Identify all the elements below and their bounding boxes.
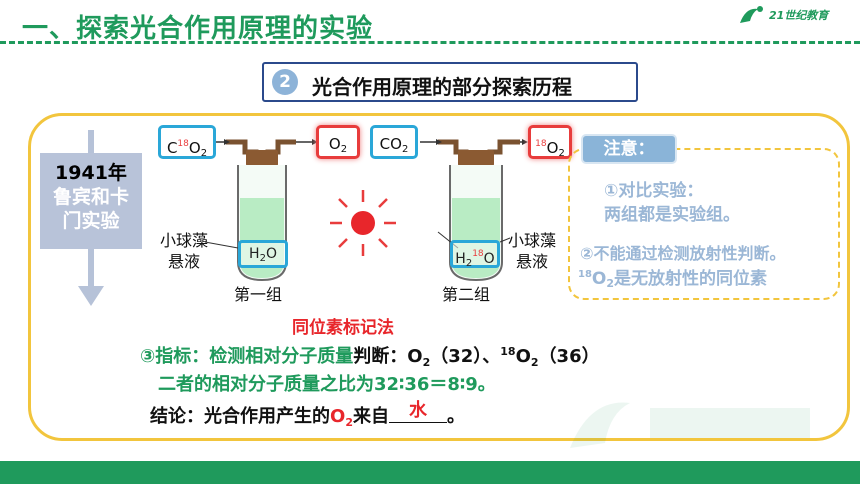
group1-input-sup: 18 [177, 139, 189, 149]
group2-input-gas: CO2 [370, 125, 418, 159]
indicator-sub1: 2 [422, 356, 431, 369]
group2-algae-label: 小球藻 悬液 [508, 230, 556, 272]
indicator-line: ③指标：检测相对分子质量判断：O2（32）、18O2（36） [140, 342, 600, 369]
group2-output-sup: 18 [535, 139, 547, 149]
group1-water-o: O [265, 246, 277, 262]
group2-water-sub: 2 [465, 258, 473, 269]
notes-line4-sup: 18 [578, 269, 592, 280]
logo-text: 21世纪教育 [769, 9, 829, 22]
conclusion-sub: 2 [345, 416, 353, 429]
scientist-name-line2: 门实验 [62, 210, 120, 232]
section-header: 2 光合作用原理的部分探索历程 [262, 62, 638, 102]
group2-water-sup: 18 [472, 249, 484, 259]
group1-input-c: C [166, 139, 178, 157]
group1-input-gas: C18O2 [158, 125, 216, 159]
ratio-line: 二者的相对分子质量之比为32∶36＝8∶9。 [158, 374, 496, 395]
group2-water-o: O [483, 251, 495, 267]
sun-icon [330, 190, 396, 256]
indicator-label: ③指标： [140, 346, 210, 367]
section-number-badge: 2 [272, 69, 298, 95]
indicator-judge: 判断： [353, 346, 408, 367]
group1-output-sub: 2 [340, 144, 348, 155]
title-divider [0, 41, 860, 44]
notes-line4-rest: 是无放射性的同位素 [614, 269, 768, 289]
group1-water-sub: 2 [259, 253, 266, 264]
year-label: 1941年 [55, 162, 127, 184]
group2-input-co: CO [379, 135, 402, 153]
group2-label: 第二组 [442, 285, 491, 304]
logo-icon [740, 6, 763, 23]
conclusion-line: 结论：光合作用产生的O2来自水。 [150, 400, 465, 429]
timeline-arrow-icon [78, 286, 104, 306]
group2-output-gas: 18O2 [528, 125, 572, 159]
notes-line2: 两组都是实验组。 [604, 205, 740, 225]
section-title: 光合作用原理的部分探索历程 [312, 75, 572, 99]
group1-label: 第一组 [234, 285, 283, 304]
notes-line4-sub: 2 [606, 277, 615, 290]
conclusion-o: O [330, 406, 346, 427]
group1-water-box: H2O [238, 240, 288, 268]
group1-output-o: O [328, 135, 341, 153]
notes-line1: ①对比实验： [604, 181, 704, 201]
notes-line4: 18O2是无放射性的同位素 [578, 264, 767, 290]
notes-line3: ②不能通过检测放射性判断。 [580, 244, 786, 263]
bottom-bar [0, 461, 860, 484]
group1-input-o: O [188, 139, 201, 157]
group2-water-h: H [455, 251, 466, 267]
watermark-icon [570, 402, 810, 448]
conclusion-answer: 水 [388, 396, 447, 423]
group2-algae-line2: 悬液 [516, 252, 549, 271]
group1-algae-label: 小球藻 悬液 [160, 230, 208, 272]
group1-algae-line2: 悬液 [168, 252, 201, 271]
conclusion-end: 。 [446, 406, 465, 427]
content-frame [28, 113, 850, 441]
group1-input-sub: 2 [200, 148, 208, 159]
year-box: 1941年 鲁宾和卡 门实验 [40, 153, 142, 249]
group2-output-o: O [546, 139, 559, 157]
scientist-name-line1: 鲁宾和卡 [52, 186, 129, 208]
indicator-desc: 检测相对分子质量 [209, 346, 354, 367]
indicator-sup18: 18 [500, 345, 516, 358]
indicator-o2b: O [515, 346, 531, 367]
group1-algae-line1: 小球藻 [160, 231, 209, 250]
group2-input-sub: 2 [401, 144, 409, 155]
indicator-o2: O [407, 346, 423, 367]
indicator-val2: （36） [538, 346, 600, 367]
page-title: 一、探索光合作用原理的实验 [22, 14, 374, 44]
method-label: 同位素标记法 [292, 318, 394, 338]
conclusion-prefix: 结论：光合作用产生的 [150, 406, 330, 427]
group2-algae-line1: 小球藻 [508, 231, 557, 250]
indicator-sub2: 2 [530, 356, 539, 369]
notes-line4-o: O [591, 269, 607, 289]
group2-output-sub: 2 [558, 148, 565, 159]
group1-water-h: H [249, 246, 260, 262]
group2-water-box: H218O [450, 240, 500, 269]
indicator-val1: （32）、 [430, 346, 501, 367]
notes-box [568, 148, 840, 300]
conclusion-mid: 来自 [352, 406, 389, 427]
notes-title: 注意： [581, 134, 677, 164]
group1-output-gas: O2 [316, 125, 360, 159]
